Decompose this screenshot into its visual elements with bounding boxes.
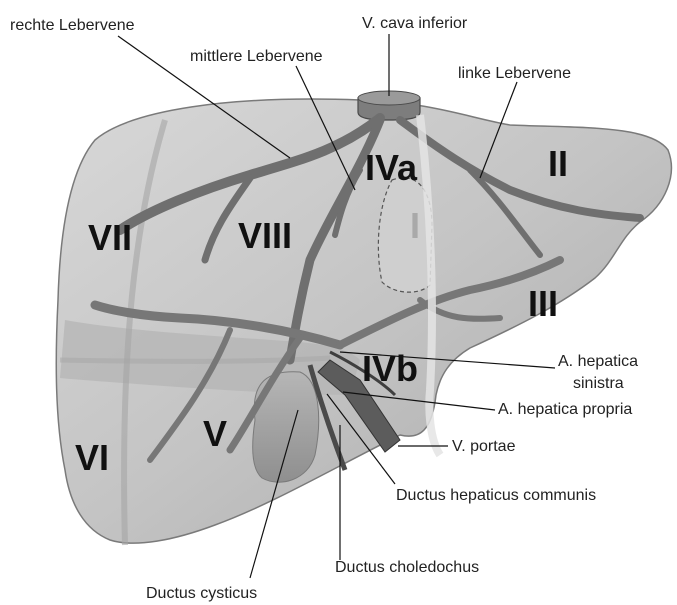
- segment-VI-label: VI: [75, 437, 109, 478]
- label-ductus-cysticus: Ductus cysticus: [146, 585, 257, 602]
- segment-I-label: I: [410, 205, 420, 246]
- segment-II-label: II: [548, 143, 568, 184]
- label-ductus-hepaticus-communis: Ductus hepaticus communis: [396, 487, 596, 504]
- label-ductus-choledochus: Ductus choledochus: [335, 559, 479, 576]
- label-rechte-lebervene: rechte Lebervene: [10, 17, 135, 34]
- segment-IVb-label: IVb: [362, 348, 418, 389]
- label-a-hepatica-sinistra-line1: A. hepatica: [558, 353, 638, 370]
- segment-VII-label: VII: [88, 217, 132, 258]
- label-a-hepatica-propria: A. hepatica propria: [498, 401, 632, 418]
- gallbladder: [253, 372, 319, 482]
- segment-III-label: III: [528, 283, 558, 324]
- label-a-hepatica-sinistra-line2: sinistra: [573, 375, 624, 392]
- label-v-portae: V. portae: [452, 438, 516, 455]
- segment-VIII-label: VIII: [238, 215, 292, 256]
- label-mittlere-lebervene: mittlere Lebervene: [190, 48, 323, 65]
- liver-outline: [56, 99, 671, 543]
- segment-V-label: V: [203, 413, 227, 454]
- segment-IVa-label: IVa: [365, 147, 418, 188]
- label-v-cava-inferior: V. cava inferior: [362, 15, 468, 32]
- label-linke-lebervene: linke Lebervene: [458, 65, 571, 82]
